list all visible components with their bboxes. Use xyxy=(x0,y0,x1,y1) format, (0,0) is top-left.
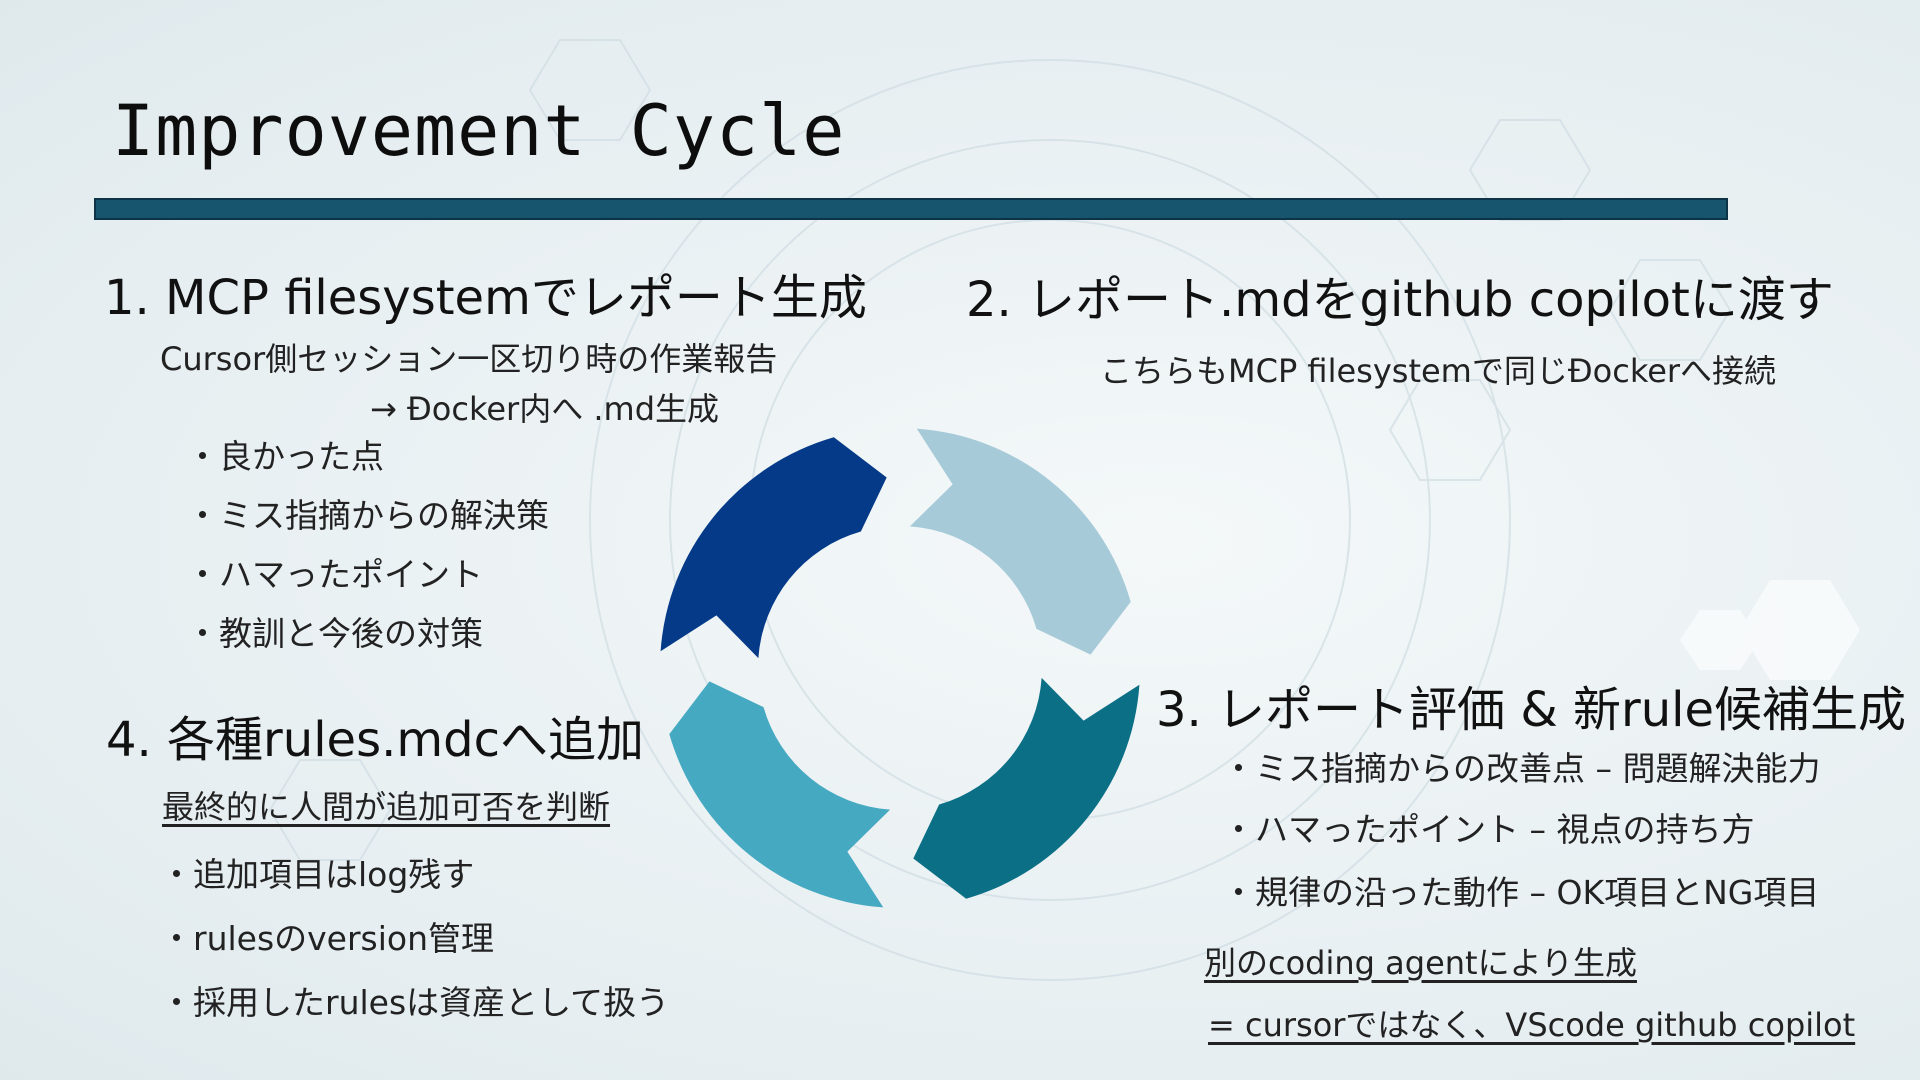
step1-bullet: ・ハマったポイント xyxy=(186,555,483,594)
step1-docker-line: → Ðocker内へ .md生成 xyxy=(370,390,720,428)
cycle-segment-step1 xyxy=(660,437,887,659)
cycle-diagram xyxy=(660,428,1140,908)
step1-bullet: ・ミス指摘からの解決策 xyxy=(186,496,549,535)
step4-heading: 4. 各種rules.mdcへ追加 xyxy=(106,712,644,768)
cycle-segment-step4 xyxy=(669,681,891,908)
step1-bullet: ・教訓と今後の対策 xyxy=(186,614,483,653)
step3-note-agent: 別のcoding agentにより生成 xyxy=(1204,944,1637,982)
step1-bullet: ・良かった点 xyxy=(186,437,384,476)
cycle-segment-step2 xyxy=(909,428,1131,655)
step1-heading: 1. MCP filesystemでレポート生成 xyxy=(104,270,867,326)
step3-bullet: ・ハマったポイント – 視点の持ち方 xyxy=(1222,810,1755,849)
step3-note-copilot: = cursorではなく、VScode github copilot xyxy=(1208,1006,1856,1044)
step4-bullet: ・rulesのversion管理 xyxy=(160,919,495,958)
step3-bullet: ・規律の沿った動作 – OK項目とNG項目 xyxy=(1222,873,1820,912)
step4-description: 最終的に人間が追加可否を判断 xyxy=(162,788,611,826)
step3-heading: 3. レポート評価 & 新rule候補生成 xyxy=(1156,682,1907,738)
title-underline-bar xyxy=(94,198,1728,220)
step3-bullet: ・ミス指摘からの改善点 – 問題解決能力 xyxy=(1222,749,1821,788)
cycle-segment-step3 xyxy=(913,677,1140,899)
step4-bullet: ・採用したrulesは資産として扱う xyxy=(160,983,670,1022)
step1-description: Cursor側セッション一区切り時の作業報告 xyxy=(160,340,778,378)
step2-heading: 2. レポート.mdをgithub copilotに渡す xyxy=(966,272,1834,328)
step2-description: こちらもMCP filesystemで同じÐockerへ接続 xyxy=(1100,352,1777,390)
step4-bullet: ・追加項目はlog残す xyxy=(160,855,475,894)
slide-title: Improvement Cycle xyxy=(112,90,846,172)
